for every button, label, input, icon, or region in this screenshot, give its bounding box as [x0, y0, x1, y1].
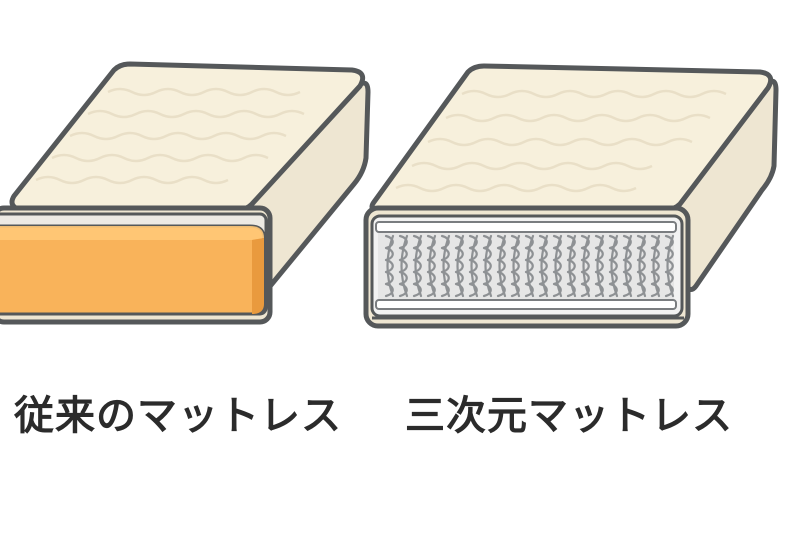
spring-coil: [470, 234, 479, 298]
spring-coil: [652, 234, 661, 298]
three-dimensional-mattress: [363, 63, 779, 329]
spring-coil: [554, 234, 563, 298]
caption-three-dimensional-mattress: 三次元マットレス: [405, 393, 733, 439]
spring-coil: [512, 234, 521, 298]
spring-coil: [608, 234, 618, 298]
spring-coil: [398, 234, 408, 298]
spring-coils: [384, 234, 675, 298]
spring-coil: [482, 234, 492, 298]
spring-coil: [440, 234, 450, 298]
spring-coil: [386, 234, 395, 298]
spring-coil: [384, 234, 394, 298]
spring-coil: [538, 234, 548, 298]
spring-coil: [454, 234, 464, 298]
spring-coil: [594, 234, 604, 298]
spring-coil: [596, 234, 605, 298]
spring-coil: [414, 234, 423, 298]
spring-coil: [650, 234, 660, 298]
spring-coil: [582, 234, 591, 298]
foam-core-side: [252, 238, 264, 314]
spring-coil: [510, 234, 520, 298]
spring-coil: [638, 234, 647, 298]
spring-coil: [468, 234, 478, 298]
spring-coil: [498, 234, 507, 298]
spring-coil: [456, 234, 465, 298]
spring-coil: [624, 234, 633, 298]
spring-coil: [568, 234, 577, 298]
quilting-pattern: [395, 89, 727, 193]
comfort-layer-bottom: [375, 299, 677, 310]
caption-conventional-mattress: 従来のマットレス: [14, 393, 342, 439]
foam-core-bevel: [0, 226, 264, 240]
comfort-layer-top: [375, 221, 677, 233]
spring-coil: [524, 234, 534, 298]
spring-coil: [636, 234, 646, 298]
spring-coil: [400, 234, 409, 298]
spring-coil: [622, 234, 632, 298]
spring-coil: [426, 234, 436, 298]
spring-coil: [540, 234, 549, 298]
spring-coil: [664, 234, 674, 298]
quilting-pattern: [35, 87, 305, 185]
spring-coil: [610, 234, 619, 298]
conventional-mattress: [0, 61, 371, 325]
spring-coil: [496, 234, 506, 298]
spring-coil: [580, 234, 590, 298]
spring-coil: [484, 234, 493, 298]
spring-coil: [526, 234, 535, 298]
spring-coil: [412, 234, 422, 298]
spring-coil: [566, 234, 576, 298]
spring-coil: [552, 234, 562, 298]
spring-coil: [666, 234, 675, 298]
spring-coil: [442, 234, 451, 298]
spring-coil: [428, 234, 437, 298]
